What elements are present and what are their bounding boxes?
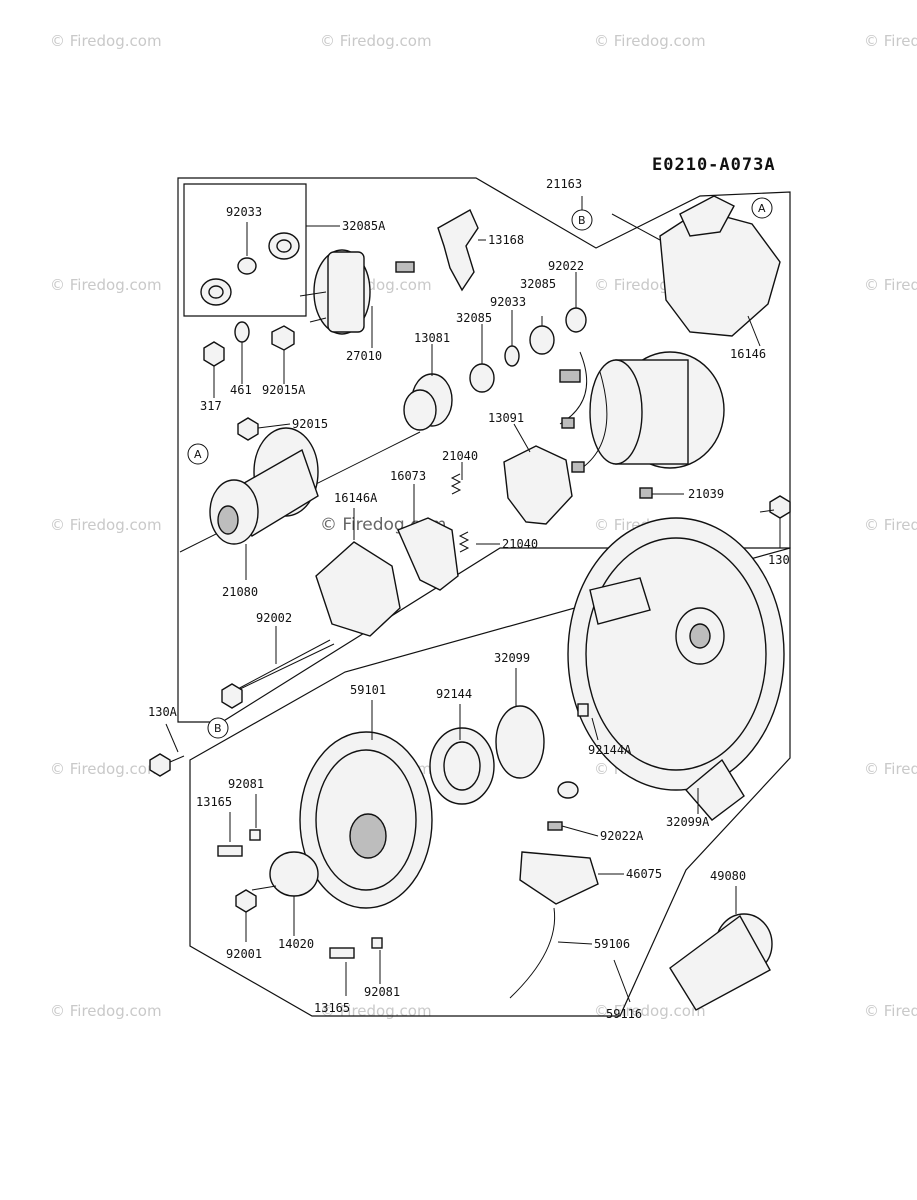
- watermark: © Firedog.com: [594, 32, 706, 50]
- part-labels: 92033 32085A 13168 21163 92022 32085 920…: [148, 177, 790, 1021]
- watermark: © Firedog.com: [594, 1002, 706, 1020]
- label-92022: 92022: [548, 259, 584, 273]
- part-92144a: [577, 703, 599, 741]
- label-317: 317: [200, 399, 222, 413]
- part-32085a-kit: [200, 222, 340, 306]
- svg-text:B: B: [578, 214, 586, 227]
- part-washers-right: [469, 272, 587, 393]
- part-21080-armature: [179, 427, 421, 580]
- callout-b-left: B: [207, 717, 229, 739]
- svg-text:B: B: [214, 722, 222, 735]
- svg-text:A: A: [758, 202, 766, 215]
- label-27010: 27010: [346, 349, 382, 363]
- part-13091-brush-holder: [503, 423, 573, 525]
- label-461: 461: [230, 383, 252, 397]
- label-32085-b: 32085: [456, 311, 492, 325]
- part-59101-pulley: [299, 700, 433, 909]
- part-92144-spring: [429, 704, 495, 805]
- label-92002: 92002: [256, 611, 292, 625]
- label-92001: 92001: [226, 947, 262, 961]
- svg-text:A: A: [194, 448, 202, 461]
- label-21080: 21080: [222, 585, 258, 599]
- part-130a-bolt: [149, 723, 185, 777]
- watermarks: © Firedog.com © Firedog.com © Firedog.co…: [50, 32, 917, 1020]
- part-49080-cup: [669, 886, 773, 1011]
- label-21163: 21163: [546, 177, 582, 191]
- label-46075: 46075: [626, 867, 662, 881]
- watermark: © Firedog.com: [864, 1002, 917, 1020]
- label-32099a: 32099A: [666, 815, 710, 829]
- watermark: © Firedog.com: [864, 760, 917, 778]
- part-32099a-recoil-housing: [567, 517, 785, 821]
- part-21040-springs: [450, 462, 500, 553]
- label-21039: 21039: [688, 487, 724, 501]
- watermark: © Firedog.com: [50, 1002, 162, 1020]
- label-92015a: 92015A: [262, 383, 306, 397]
- label-92081-lower: 92081: [364, 985, 400, 999]
- label-32085a: 32085A: [342, 219, 386, 233]
- part-fasteners-left: [203, 321, 295, 441]
- label-59106: 59106: [594, 937, 630, 951]
- watermark: © Firedog.com: [864, 32, 917, 50]
- label-92033: 92033: [490, 295, 526, 309]
- label-14020: 14020: [278, 937, 314, 951]
- label-13168: 13168: [488, 233, 524, 247]
- label-21040-lower: 21040: [502, 537, 538, 551]
- label-21040-upper: 21040: [442, 449, 478, 463]
- part-92002-bolt: [221, 626, 335, 709]
- label-92144: 92144: [436, 687, 472, 701]
- label-59116: 59116: [606, 1007, 642, 1021]
- part-starter-handle: [509, 781, 631, 1003]
- callout-a-top: A: [751, 197, 773, 219]
- label-13081: 13081: [414, 331, 450, 345]
- label-16146: 16146: [730, 347, 766, 361]
- label-13091: 13091: [488, 411, 524, 425]
- part-27010-solenoid: [299, 249, 415, 348]
- label-92022a: 92022A: [600, 829, 644, 843]
- part-16146-front-cover: [581, 195, 781, 347]
- callout-b-top: B: [571, 209, 593, 231]
- label-13165-upper: 13165: [196, 795, 232, 809]
- label-130: 130: [768, 553, 790, 567]
- label-16073: 16073: [390, 469, 426, 483]
- part-32099-plate: [495, 668, 545, 779]
- part-16146a-rear-cover: [315, 508, 401, 637]
- label-59101: 59101: [350, 683, 386, 697]
- label-92033-kit: 92033: [226, 205, 262, 219]
- label-130a: 130A: [148, 705, 178, 719]
- callout-a-left: A: [187, 443, 209, 465]
- part-13081-pinion: [403, 344, 453, 431]
- label-13165-lower: 13165: [314, 1001, 350, 1015]
- label-49080: 49080: [710, 869, 746, 883]
- part-16073-plate: [397, 484, 459, 591]
- watermark: © Firedog.com: [50, 32, 162, 50]
- group-frames: [177, 177, 791, 1017]
- part-13168-lever: [437, 209, 486, 292]
- watermark: © Firedog.com: [50, 760, 162, 778]
- label-32099: 32099: [494, 651, 530, 665]
- watermark: © Firedog.com: [50, 516, 162, 534]
- label-92081-upper: 92081: [228, 777, 264, 791]
- watermark: © Firedog.com: [864, 516, 917, 534]
- label-32085: 32085: [520, 277, 556, 291]
- label-16146a: 16146A: [334, 491, 378, 505]
- part-pawls-and-fasteners: [217, 794, 383, 996]
- label-92015: 92015: [292, 417, 328, 431]
- watermark: © Firedog.com: [50, 276, 162, 294]
- diagram-code: E0210-A073A: [652, 155, 776, 175]
- part-130-bolt: [759, 495, 791, 548]
- watermark: © Firedog.com: [320, 32, 432, 50]
- label-92144a: 92144A: [588, 743, 632, 757]
- watermark: © Firedog.com: [864, 276, 917, 294]
- part-starter-yoke: [559, 351, 725, 499]
